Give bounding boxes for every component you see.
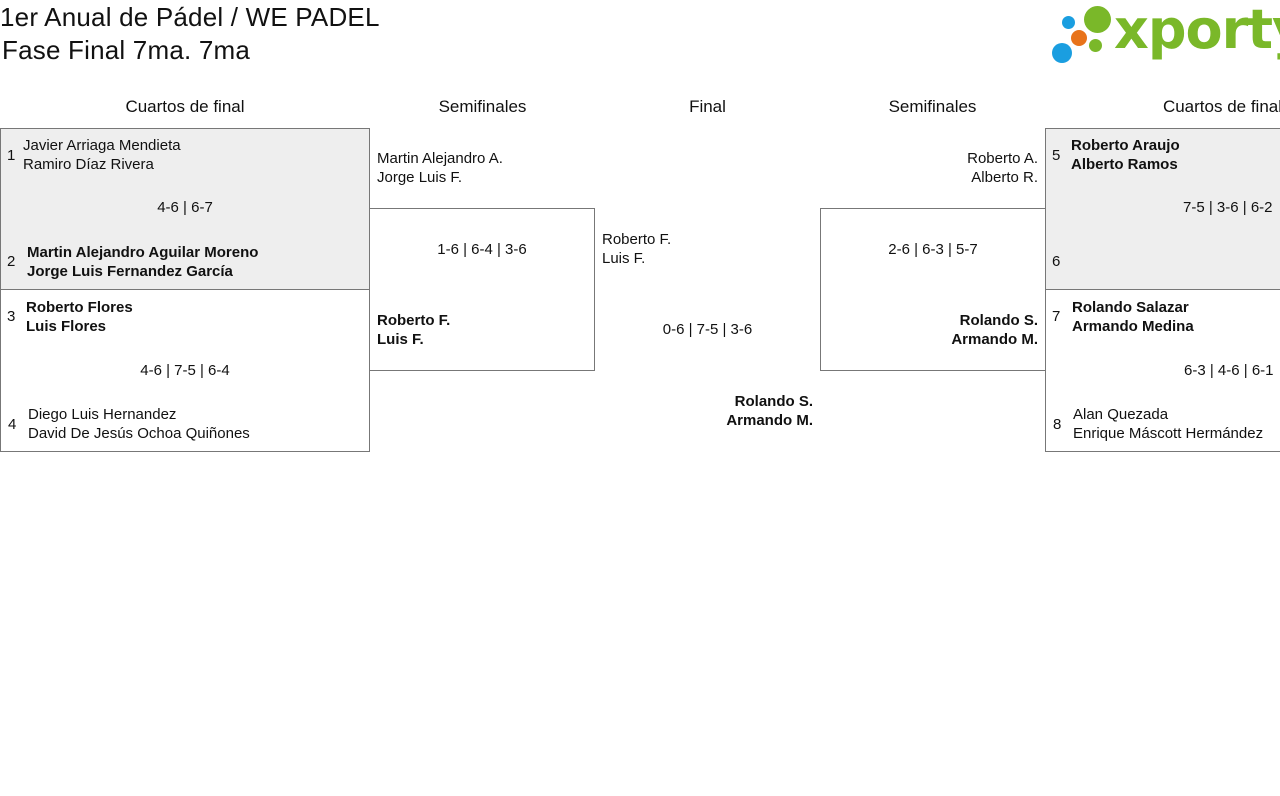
player-name: Javier Arriaga Mendieta bbox=[23, 137, 181, 154]
xporty-logo[interactable]: xporty bbox=[1050, 0, 1280, 68]
winner-player-name: Rolando Salazar bbox=[1072, 299, 1189, 316]
phase-title: Fase Final 7ma. 7ma bbox=[2, 35, 251, 65]
seed-number: 6 bbox=[1052, 253, 1061, 270]
logo-dot-orange bbox=[1071, 30, 1087, 46]
winner-player-name: Roberto Flores bbox=[26, 299, 133, 316]
round-header-left-quarters: Cuartos de final bbox=[125, 97, 245, 116]
match-score: 2-6 | 6-3 | 5-7 bbox=[888, 241, 978, 258]
match-score: 1-6 | 6-4 | 3-6 bbox=[437, 241, 527, 258]
match-score: 4-6 | 6-7 bbox=[157, 199, 213, 216]
champion-player-name: Rolando S. bbox=[734, 393, 813, 410]
right-qf-match-1[interactable]: 5 Roberto Araujo Alberto Ramos 7-5 | 3-6… bbox=[1045, 128, 1280, 290]
right-sf-top-player: Roberto A. bbox=[967, 150, 1038, 167]
left-qf-match-1[interactable]: 1 Javier Arriaga Mendieta Ramiro Díaz Ri… bbox=[0, 128, 370, 290]
champion-player-name: Armando M. bbox=[726, 412, 813, 429]
winner-player-name: Alberto Ramos bbox=[1071, 156, 1178, 173]
right-sf-top-player: Alberto R. bbox=[971, 169, 1038, 186]
winner-player-name: Jorge Luis Fernandez García bbox=[27, 263, 233, 280]
tournament-title: 1er Anual de Pádel / WE PADEL bbox=[0, 2, 380, 32]
winner-player-name: Luis F. bbox=[377, 331, 424, 348]
right-qf-match-2[interactable]: 7 Rolando Salazar Armando Medina 6-3 | 4… bbox=[1045, 289, 1280, 452]
match-score: 6-3 | 4-6 | 6-1 bbox=[1184, 362, 1274, 379]
winner-player-name: Armando Medina bbox=[1072, 318, 1194, 335]
player-name: Ramiro Díaz Rivera bbox=[23, 156, 154, 173]
final-top-player: Roberto F. bbox=[602, 231, 672, 248]
final-match[interactable]: Roberto F. Luis F. 0-6 | 7-5 | 3-6 Rolan… bbox=[595, 228, 820, 434]
final-top-player: Luis F. bbox=[602, 250, 646, 267]
left-qf-match-2[interactable]: 3 Roberto Flores Luis Flores 4-6 | 7-5 |… bbox=[0, 289, 370, 452]
round-header-right-quarters: Cuartos de final bbox=[1162, 97, 1280, 116]
match-score: 7-5 | 3-6 | 6-2 bbox=[1183, 199, 1273, 216]
seed-number: 4 bbox=[8, 416, 17, 433]
seed-number: 8 bbox=[1053, 416, 1062, 433]
winner-player-name: Armando M. bbox=[951, 331, 1038, 348]
round-header-left-semis: Semifinales bbox=[438, 97, 527, 116]
winner-player-name: Luis Flores bbox=[26, 318, 107, 335]
left-sf-match[interactable]: 1-6 | 6-4 | 3-6 Roberto F. Luis F. bbox=[369, 208, 595, 371]
player-name: Enrique Máscott Hermández bbox=[1073, 425, 1264, 442]
logo-dot-blue-large bbox=[1052, 43, 1072, 63]
left-sf-top-player: Jorge Luis F. bbox=[377, 169, 463, 186]
left-sf-top-player: Martin Alejandro A. bbox=[377, 150, 503, 167]
match-score: 4-6 | 7-5 | 6-4 bbox=[140, 362, 230, 379]
logo-text: xporty bbox=[1114, 0, 1280, 61]
winner-player-name: Roberto F. bbox=[377, 312, 451, 329]
player-name: David De Jesús Ochoa Quiñones bbox=[28, 425, 250, 442]
player-name: Alan Quezada bbox=[1073, 406, 1169, 423]
winner-player-name: Roberto Araujo bbox=[1071, 137, 1180, 154]
logo-dot-blue bbox=[1062, 16, 1075, 29]
seed-number: 3 bbox=[7, 308, 16, 325]
seed-number: 5 bbox=[1052, 147, 1061, 164]
seed-number: 7 bbox=[1052, 308, 1061, 325]
seed-number: 2 bbox=[7, 253, 16, 270]
match-score: 0-6 | 7-5 | 3-6 bbox=[662, 321, 753, 338]
winner-player-name: Martin Alejandro Aguilar Moreno bbox=[27, 244, 259, 261]
winner-player-name: Rolando S. bbox=[959, 312, 1038, 329]
seed-number: 1 bbox=[7, 147, 16, 164]
logo-dot-green-small bbox=[1089, 39, 1102, 52]
right-sf-match[interactable]: 2-6 | 6-3 | 5-7 Rolando S. Armando M. bbox=[820, 208, 1046, 371]
logo-dot-green bbox=[1084, 6, 1111, 33]
player-name: Diego Luis Hernandez bbox=[28, 406, 177, 423]
round-header-right-semis: Semifinales bbox=[888, 97, 977, 116]
round-header-final: Final bbox=[689, 97, 726, 116]
